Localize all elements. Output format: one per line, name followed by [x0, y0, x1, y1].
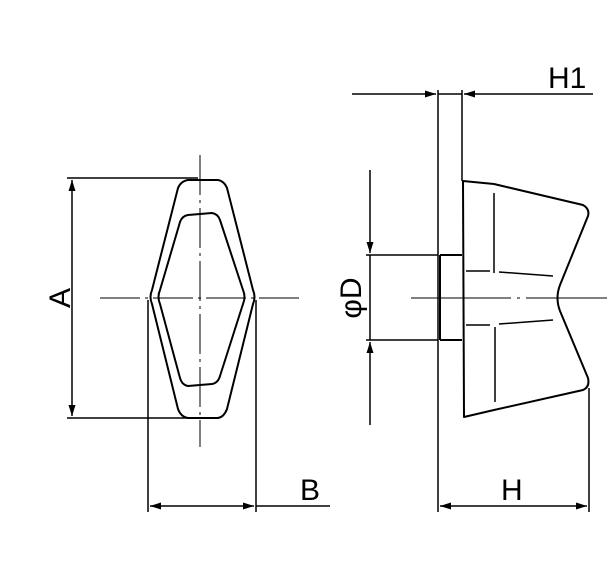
label-h: H — [501, 474, 523, 507]
side-view — [411, 90, 607, 512]
label-d: φD — [335, 277, 368, 318]
dimension-d — [366, 170, 438, 425]
label-b: B — [300, 474, 320, 507]
outer-contour — [149, 179, 256, 419]
inner-contour — [157, 212, 246, 387]
dimension-a — [67, 177, 198, 419]
label-a: A — [44, 288, 77, 308]
ribs — [466, 193, 554, 402]
dimension-h — [440, 388, 590, 512]
body — [462, 180, 590, 418]
front-view — [100, 155, 302, 447]
dimension-b — [147, 300, 330, 512]
label-h1: H1 — [548, 62, 586, 95]
